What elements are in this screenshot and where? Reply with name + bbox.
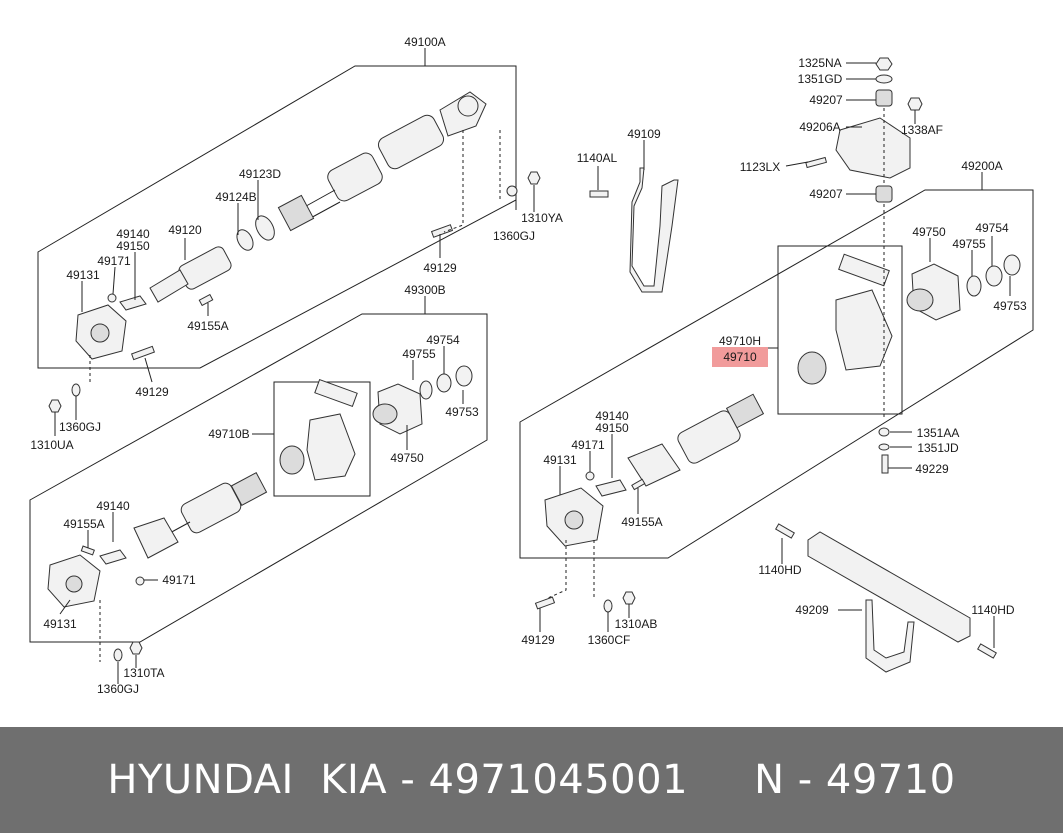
label-49131-c: 49131 xyxy=(543,453,577,467)
box-49710H xyxy=(777,245,903,415)
label-1360GJ-b: 1360GJ xyxy=(59,420,101,434)
label-1310YA: 1310YA xyxy=(521,211,563,225)
label-49710B: 49710B xyxy=(208,427,249,441)
label-1140HD-b: 1140HD xyxy=(971,603,1014,617)
crossmember-49209: 1140HD 49209 1140HD xyxy=(758,523,1015,673)
label-49750-b: 49750 xyxy=(912,225,946,239)
label-49753-b: 49753 xyxy=(993,299,1027,313)
rear-shaft-49200A xyxy=(627,393,765,487)
center-bearing-strap: 49109 1140AL xyxy=(577,127,679,293)
label-49755-a: 49755 xyxy=(402,347,436,361)
label-49171-c: 49171 xyxy=(571,438,605,452)
label-49155A-b: 49155A xyxy=(63,517,104,531)
cv-joint-49710 xyxy=(797,253,893,385)
flange-49750-b xyxy=(372,383,423,435)
label-49710H: 49710H xyxy=(719,334,761,348)
label-49150-a: 49150 xyxy=(116,239,150,253)
label-49171-b: 49171 xyxy=(162,573,196,587)
spider-49140-c xyxy=(595,479,627,497)
label-49753-a: 49753 xyxy=(445,405,479,419)
label-49124B: 49124B xyxy=(215,190,256,204)
label-49129-c: 49129 xyxy=(521,633,555,647)
label-1360GJ-a: 1360GJ xyxy=(493,229,535,243)
label-49229: 49229 xyxy=(915,462,949,476)
label-49150-c: 49150 xyxy=(595,421,629,435)
lower-fasteners: 49129 1360CF 1310AB xyxy=(521,591,658,647)
footer-banner: HYUNDAI KIA - 4971045001 N - 49710 xyxy=(0,727,1063,833)
label-49129-b: 49129 xyxy=(423,261,457,275)
flange-49750-a xyxy=(906,263,961,321)
group-49100A: 49100A 49123D 49124B 49120 49140 49150 4… xyxy=(30,35,563,452)
label-49750-a: 49750 xyxy=(390,451,424,465)
label-49100A: 49100A xyxy=(404,35,445,49)
label-49129-a: 49129 xyxy=(135,385,169,399)
group-49300B-frame xyxy=(29,313,488,643)
bracket-stack: 1325NA 1351GD 49207 49206A 1338AF 1123LX… xyxy=(740,56,943,203)
label-1310TA: 1310TA xyxy=(123,666,164,680)
strap-49109 xyxy=(629,167,679,293)
label-49155A-c: 49155A xyxy=(621,515,662,529)
bracket-49206A xyxy=(835,117,911,179)
label-49200A: 49200A xyxy=(961,159,1002,173)
label-1351JD: 1351JD xyxy=(917,441,959,455)
label-49131-b: 49131 xyxy=(43,617,77,631)
label-49209: 49209 xyxy=(795,603,829,617)
label-1310UA: 1310UA xyxy=(30,438,73,452)
spider-49140 xyxy=(107,293,147,311)
label-49120: 49120 xyxy=(168,223,202,237)
label-49207-b: 49207 xyxy=(809,187,843,201)
label-49206A: 49206A xyxy=(799,120,840,134)
front-shaft-49100A xyxy=(149,91,487,303)
label-49171-a: 49171 xyxy=(97,254,131,268)
cv-joint-49710B xyxy=(279,378,358,481)
label-1360GJ-c: 1360GJ xyxy=(97,682,139,696)
group-49200A: 49200A 49750 49754 49755 49753 49710H 49… xyxy=(519,159,1034,600)
label-1325NA: 1325NA xyxy=(798,56,841,70)
label-49155A-a: 49155A xyxy=(187,319,228,333)
label-49140-b: 49140 xyxy=(96,499,130,513)
label-49140-c: 49140 xyxy=(595,409,629,423)
label-1123LX: 1123LX xyxy=(740,160,780,174)
label-49109: 49109 xyxy=(627,127,661,141)
label-49754-a: 49754 xyxy=(426,333,460,347)
label-49131-a: 49131 xyxy=(66,268,100,282)
label-49755-b: 49755 xyxy=(952,237,986,251)
label-1351AA: 1351AA xyxy=(917,426,960,440)
label-49754-b: 49754 xyxy=(975,221,1009,235)
label-1338AF: 1338AF xyxy=(901,123,943,137)
footer-part-number: HYUNDAI KIA - 4971045001 N - 49710 xyxy=(107,757,956,803)
bolt-1140AL xyxy=(589,190,609,198)
parts-diagram: 49100A 49123D 49124B 49120 49140 49150 4… xyxy=(29,35,1034,696)
label-49710-highlighted: 49710 xyxy=(723,350,757,364)
label-1140AL: 1140AL xyxy=(577,151,618,165)
rear-shaft-49300B xyxy=(133,472,268,559)
label-1360CF: 1360CF xyxy=(588,633,631,647)
group-49200A-frame xyxy=(519,189,1034,559)
label-49140-a: 49140 xyxy=(116,227,150,241)
flange-yoke-49131 xyxy=(75,304,127,360)
spider-49140-b xyxy=(99,549,127,565)
label-49300B: 49300B xyxy=(404,283,445,297)
label-49123D: 49123D xyxy=(239,167,281,181)
label-49207-a: 49207 xyxy=(809,93,843,107)
label-1310AB: 1310AB xyxy=(615,617,658,631)
label-1140HD-a: 1140HD xyxy=(758,563,801,577)
label-1351GD: 1351GD xyxy=(798,72,843,86)
highlight-box xyxy=(712,347,768,367)
group-49300B: 49300B 49754 49755 49753 49710B 49750 49… xyxy=(29,283,488,696)
